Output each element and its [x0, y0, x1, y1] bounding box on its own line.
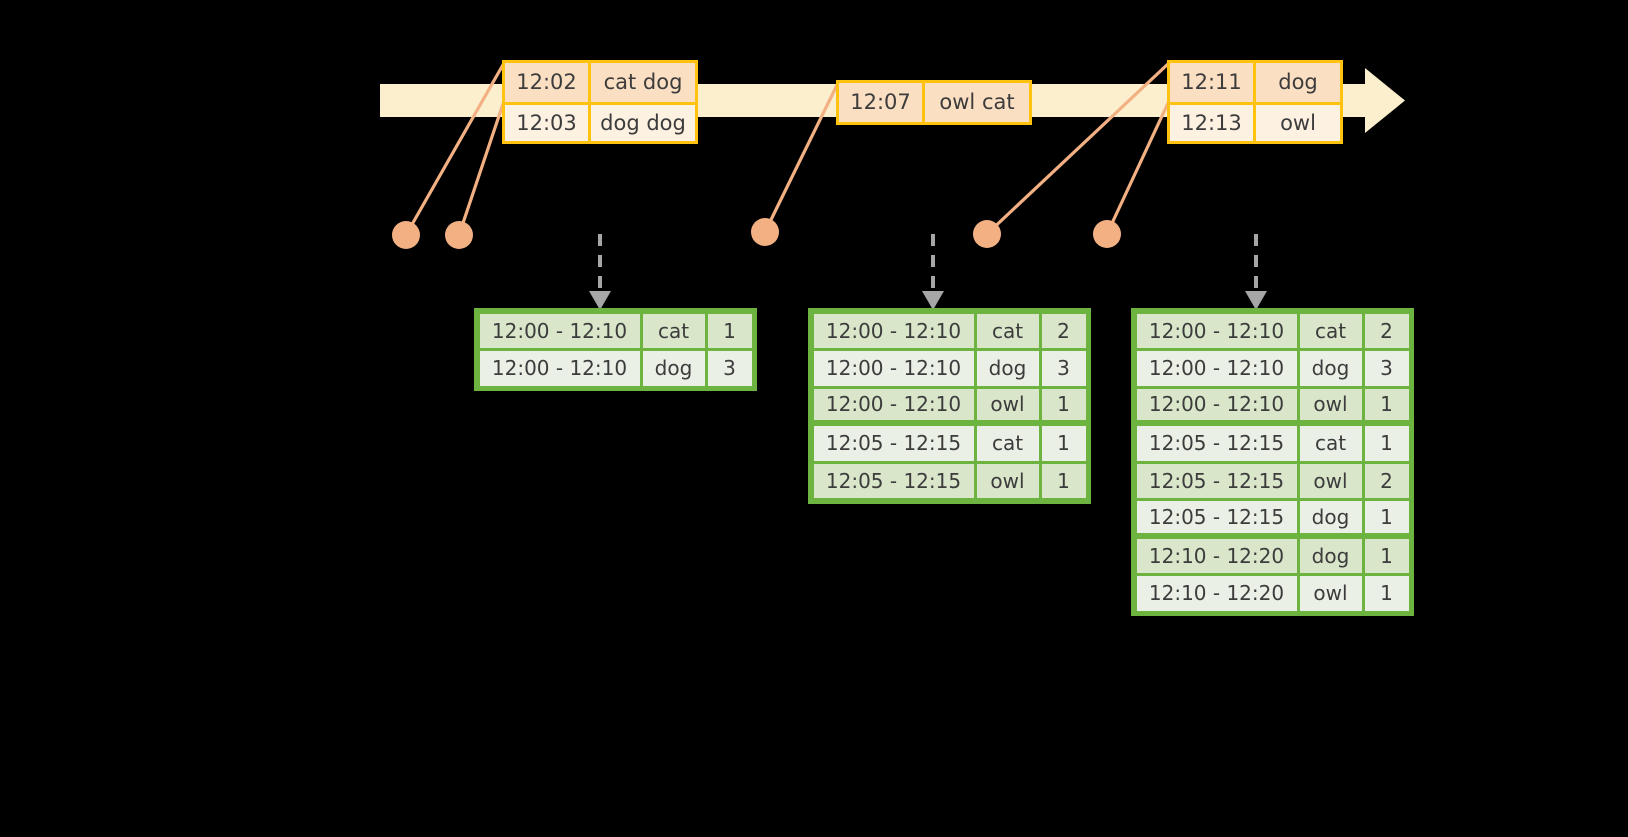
result-word-cell: owl	[1299, 388, 1362, 420]
result-count-cell: 1	[1041, 388, 1086, 420]
event-words: dog dog	[591, 105, 695, 141]
connector-dot-3	[751, 218, 779, 246]
connector-line-1	[404, 62, 506, 236]
connector-dot-4	[973, 220, 1001, 248]
connector-line-3	[763, 82, 840, 233]
result-word-cell: cat	[976, 426, 1039, 461]
down-arrow-1	[589, 234, 611, 310]
event-time: 12:07	[839, 83, 925, 122]
result-window-cell: 12:00 - 12:10	[1136, 313, 1297, 348]
result-count-cell: 1	[1041, 426, 1086, 461]
result-word-cell: dog	[1299, 501, 1362, 533]
event-time: 12:11	[1170, 63, 1256, 102]
down-arrows	[589, 234, 1267, 310]
result-window-cell: 12:00 - 12:10	[813, 313, 974, 348]
connector-dot-5	[1093, 220, 1121, 248]
result-word-cell: owl	[1299, 463, 1362, 498]
event-time: 12:02	[505, 63, 591, 102]
result-window-cell: 12:05 - 12:15	[813, 426, 974, 461]
result-word-cell: dog	[1299, 538, 1362, 573]
event-time: 12:03	[505, 105, 591, 141]
result-word-cell: dog	[1299, 351, 1362, 386]
down-arrow-2	[922, 234, 944, 310]
result-word-cell: dog	[642, 351, 705, 386]
connector-dot-1	[392, 221, 420, 249]
result-window-cell: 12:05 - 12:15	[1136, 501, 1297, 533]
result-count-cell: 1	[1364, 576, 1409, 611]
result-window-cell: 12:00 - 12:10	[1136, 351, 1297, 386]
result-word-cell: dog	[976, 351, 1039, 386]
result-window-cell: 12:05 - 12:15	[813, 463, 974, 498]
result-count-cell: 3	[707, 351, 752, 386]
result-window-cell: 12:10 - 12:20	[1136, 576, 1297, 611]
result-word-cell: owl	[976, 463, 1039, 498]
event-words: dog	[1256, 63, 1340, 102]
result-count-cell: 2	[1041, 313, 1086, 348]
result-window-cell: 12:00 - 12:10	[1136, 388, 1297, 420]
result-word-cell: cat	[1299, 313, 1362, 348]
result-word-cell: cat	[642, 313, 705, 348]
result-word-cell: cat	[1299, 426, 1362, 461]
result-count-cell: 1	[1041, 463, 1086, 498]
result-word-cell: owl	[1299, 576, 1362, 611]
connector-line-5	[1105, 100, 1171, 235]
event-words: owl cat	[925, 83, 1029, 122]
result-window-cell: 12:00 - 12:10	[479, 351, 640, 386]
result-window-cell: 12:10 - 12:20	[1136, 538, 1297, 573]
result-count-cell: 2	[1364, 313, 1409, 348]
result-window-cell: 12:05 - 12:15	[1136, 463, 1297, 498]
result-window-cell: 12:00 - 12:10	[813, 388, 974, 420]
event-words: cat dog	[591, 63, 695, 102]
event-words: owl	[1256, 105, 1340, 141]
result-count-cell: 1	[1364, 426, 1409, 461]
result-word-cell: cat	[976, 313, 1039, 348]
result-count-cell: 1	[1364, 388, 1409, 420]
down-arrow-3	[1245, 234, 1267, 310]
result-word-cell: owl	[976, 388, 1039, 420]
result-window-cell: 12:00 - 12:10	[813, 351, 974, 386]
event-time: 12:13	[1170, 105, 1256, 141]
result-window-cell: 12:05 - 12:15	[1136, 426, 1297, 461]
result-count-cell: 2	[1364, 463, 1409, 498]
connector-dot-2	[445, 221, 473, 249]
result-count-cell: 1	[1364, 501, 1409, 533]
result-count-cell: 1	[1364, 538, 1409, 573]
result-count-cell: 1	[707, 313, 752, 348]
connector-dots	[392, 218, 1121, 249]
connector-line-2	[457, 100, 506, 236]
result-count-cell: 3	[1041, 351, 1086, 386]
result-count-cell: 3	[1364, 351, 1409, 386]
result-window-cell: 12:00 - 12:10	[479, 313, 640, 348]
